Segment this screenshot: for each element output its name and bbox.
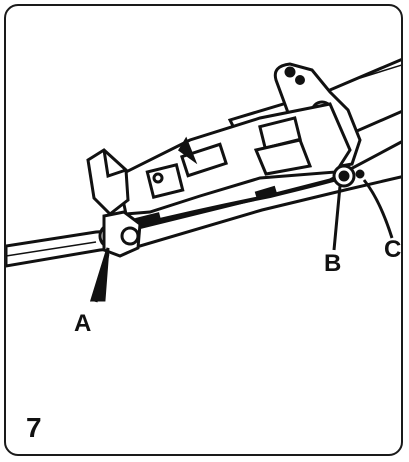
throttle-cable xyxy=(125,174,349,230)
callout-a: A xyxy=(74,310,92,337)
pivot-bc xyxy=(332,164,365,188)
step-number: 7 xyxy=(26,412,42,443)
mechanism-illustration xyxy=(6,58,401,303)
callout-b: B xyxy=(324,250,342,277)
leader-lines xyxy=(89,179,394,303)
figure-frame: A B C 7 xyxy=(4,4,403,456)
cable-clamp-a xyxy=(98,210,142,258)
callout-c: C xyxy=(384,236,402,263)
lever-block xyxy=(86,148,185,216)
